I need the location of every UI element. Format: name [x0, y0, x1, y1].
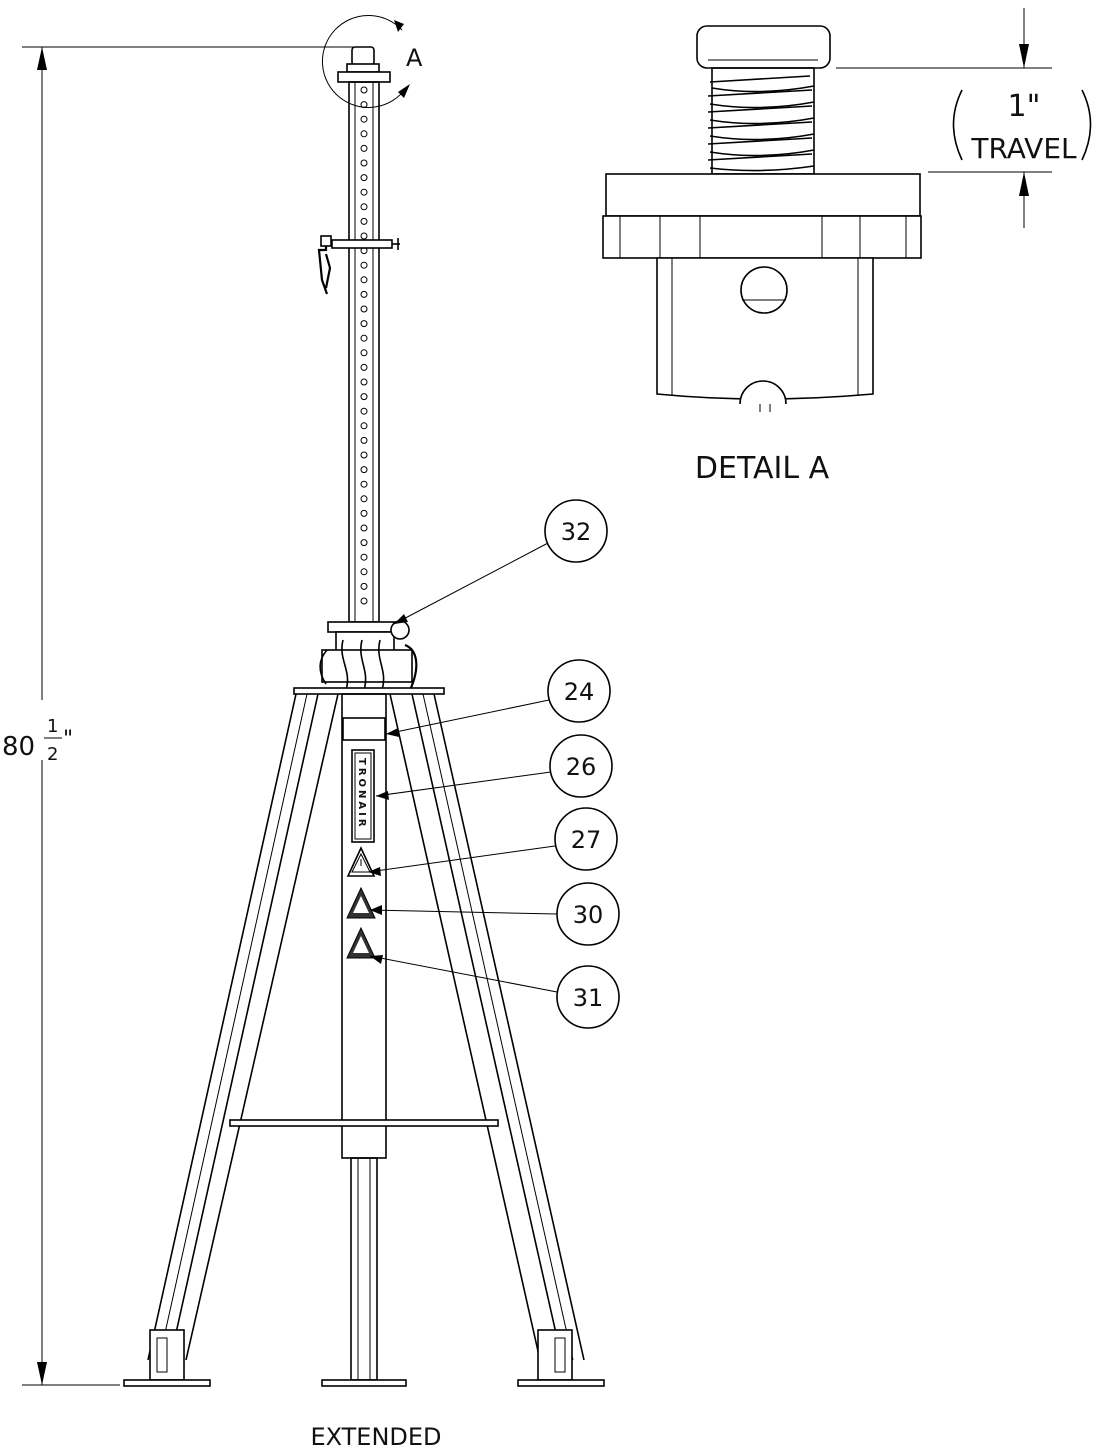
tube-hole	[360, 568, 368, 576]
right-leg	[389, 693, 605, 1387]
tube-hole	[360, 86, 368, 94]
balloon-24-label: 24	[564, 678, 595, 706]
travel-value: 1"	[1008, 89, 1041, 124]
tube-hole	[360, 451, 368, 459]
height-numerator: 1	[47, 716, 58, 737]
tube-hole	[360, 539, 368, 547]
tube-hole	[360, 597, 368, 605]
balloon-26-label: 26	[566, 753, 597, 781]
travel-dimension: 1" TRAVEL	[836, 8, 1092, 228]
tube-hole	[360, 393, 368, 401]
left-leg	[123, 693, 339, 1387]
tube-hole	[360, 378, 368, 386]
top-plate	[293, 687, 445, 695]
tube-hole	[360, 524, 368, 532]
tube-hole	[360, 480, 368, 488]
balloon-32-label: 32	[561, 518, 592, 546]
tube-hole	[360, 422, 368, 430]
tube-hole	[360, 232, 368, 240]
tube-hole	[360, 553, 368, 561]
tube-hole	[360, 305, 368, 313]
tube-hole	[360, 115, 368, 123]
tube-hole	[360, 217, 368, 225]
tube-hole	[360, 188, 368, 196]
lower-rod	[321, 1157, 407, 1387]
balloon-27: 27	[367, 807, 618, 876]
tube-hole	[360, 363, 368, 371]
tube-hole	[360, 349, 368, 357]
height-whole: 80	[2, 732, 35, 762]
tube-hole	[360, 334, 368, 342]
height-unit: "	[63, 727, 73, 752]
tube-hole	[360, 130, 368, 138]
height-dimension: 80 1 2 "	[2, 46, 360, 1386]
tube-hole	[360, 144, 368, 152]
height-denominator: 2	[47, 744, 58, 765]
tube-hole	[360, 159, 368, 167]
base-head	[319, 620, 418, 691]
detail-a-view	[602, 25, 922, 412]
inner-tube	[348, 81, 380, 623]
balloon-30-label: 30	[573, 901, 604, 929]
tube-hole	[360, 290, 368, 298]
detail-marker-label: A	[406, 44, 423, 72]
view-title: EXTENDED	[310, 1423, 441, 1450]
tube-hole	[360, 436, 368, 444]
tube-hole	[360, 101, 368, 109]
tube-hole	[360, 276, 368, 284]
balloon-30: 30	[369, 882, 620, 946]
tube-hole	[360, 320, 368, 328]
cross-brace	[229, 1119, 499, 1127]
balloon-31: 31	[369, 955, 620, 1029]
tube-hole	[360, 495, 368, 503]
balloon-32: 32	[393, 499, 608, 625]
detail-title: DETAIL A	[695, 451, 830, 486]
travel-word: TRAVEL	[970, 132, 1077, 165]
tube-hole	[360, 582, 368, 590]
spring-coils	[707, 75, 815, 172]
top-cap	[337, 46, 391, 83]
tube-hole	[360, 203, 368, 211]
tube-hole	[360, 174, 368, 182]
brand-decal-text: TRONAIR	[356, 758, 367, 830]
warning-decals	[346, 846, 376, 959]
tube-hole	[360, 509, 368, 517]
balloon-26: 26	[375, 734, 613, 800]
main-tube: TRONAIR	[341, 693, 387, 1159]
tube-hole	[360, 466, 368, 474]
tube-hole	[360, 407, 368, 415]
tube-hole	[360, 261, 368, 269]
balloon-24: 24	[385, 659, 611, 737]
balloon-31-label: 31	[573, 984, 604, 1012]
balloon-27-label: 27	[571, 826, 602, 854]
lock-pin-collar	[317, 235, 400, 295]
